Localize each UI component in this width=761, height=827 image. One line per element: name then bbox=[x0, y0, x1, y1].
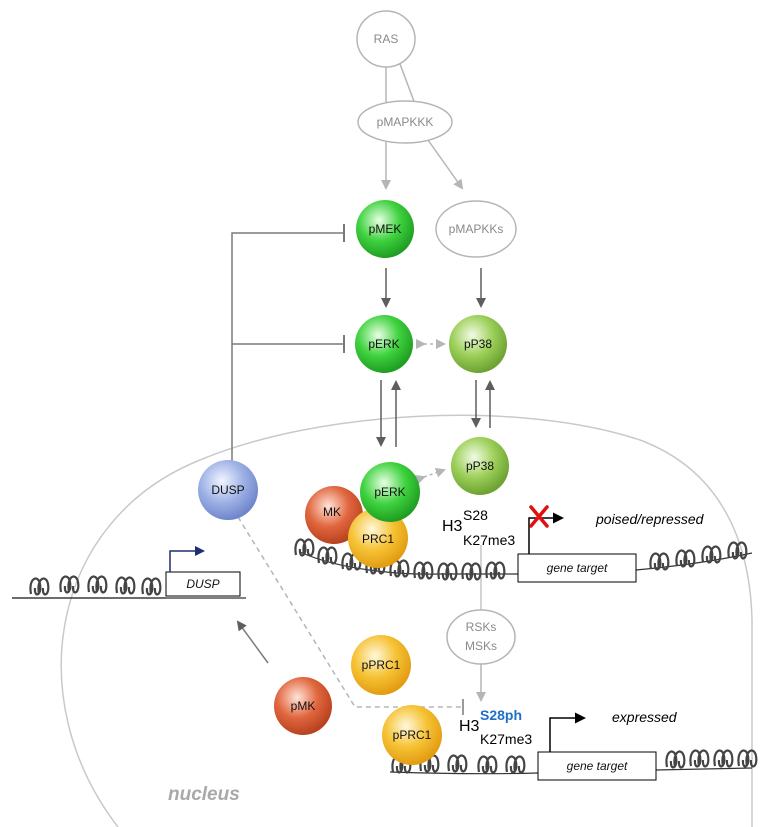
nucleosome-coil bbox=[689, 749, 710, 768]
node-rsks-label: RSKs bbox=[466, 620, 497, 634]
nucleosome-coil bbox=[713, 749, 734, 768]
nucleosome-coil bbox=[477, 755, 498, 774]
gene-target-top-label: gene target bbox=[547, 561, 608, 575]
nucleus-membrane bbox=[60, 414, 753, 827]
nucleosome-coil bbox=[701, 545, 722, 564]
node-pprc1-free-label: pPRC1 bbox=[362, 658, 401, 672]
chromatin-bottom bbox=[389, 749, 758, 775]
arrow-pmapkkk-pmapkks bbox=[427, 139, 464, 190]
nucleosome-coil bbox=[485, 561, 506, 580]
node-pmek bbox=[356, 200, 414, 258]
node-pprc1-free bbox=[351, 635, 411, 695]
k27-top-label: K27me3 bbox=[463, 532, 515, 548]
chromatin-top bbox=[294, 538, 753, 581]
node-perk-cyto bbox=[355, 315, 413, 373]
nucleosome-coil bbox=[317, 546, 338, 565]
node-perk-nuc bbox=[360, 462, 420, 522]
node-mk bbox=[305, 486, 363, 544]
s28ph-bottom-label: S28ph bbox=[480, 707, 522, 723]
dusp-promoter-arrow bbox=[169, 546, 205, 572]
nucleosome-coil bbox=[29, 577, 50, 596]
blocked-cross-icon bbox=[529, 505, 549, 528]
state-expressed-label: expressed bbox=[612, 709, 678, 725]
nucleosome-coil bbox=[649, 552, 670, 571]
nucleus-label: nucleus bbox=[168, 784, 240, 805]
node-pmapkkk-label: pMAPKKK bbox=[377, 115, 434, 129]
k27-bottom-label: K27me3 bbox=[480, 731, 532, 747]
node-mk-label: MK bbox=[323, 505, 341, 519]
dusp-pprc1-dashed bbox=[237, 516, 462, 708]
nucleosome-coil bbox=[413, 561, 434, 580]
node-pmk bbox=[274, 677, 332, 735]
promoter-arrow-top bbox=[528, 512, 564, 554]
nucleosome-coil bbox=[141, 577, 162, 596]
gene-target-top-box bbox=[517, 553, 637, 583]
dusp-inhibition-line bbox=[231, 232, 344, 462]
node-pmapkks-label: pMAPKKs bbox=[449, 222, 504, 236]
nucleosome-coil bbox=[737, 749, 758, 768]
nucleosome-coil bbox=[389, 559, 410, 578]
promoter-arrow-bottom bbox=[549, 712, 586, 752]
node-pmapkkk bbox=[357, 100, 453, 144]
node-ras-label: RAS bbox=[374, 32, 399, 46]
nucleosome-coil bbox=[59, 575, 80, 594]
node-perk-cyto-label: pERK bbox=[368, 337, 399, 351]
chromatin-dusp bbox=[12, 575, 166, 599]
edge-ras-pmapkkk-2 bbox=[399, 63, 416, 105]
arrow-pmk-dusp bbox=[236, 620, 269, 664]
node-pprc1-bound bbox=[382, 705, 442, 765]
nucleosome-coil bbox=[437, 562, 458, 581]
nucleosome-coil bbox=[675, 549, 696, 568]
node-prc1 bbox=[348, 508, 408, 568]
node-pmapkks bbox=[435, 200, 517, 258]
node-pmek-label: pMEK bbox=[369, 222, 402, 236]
node-dusp-protein-label: DUSP bbox=[211, 483, 244, 497]
nucleosome-coil bbox=[294, 538, 315, 557]
gene-target-bottom-box bbox=[537, 751, 657, 781]
nucleosome-coil bbox=[447, 754, 468, 773]
node-pp38-nuc-label: pP38 bbox=[466, 459, 494, 473]
node-rsks-msks bbox=[446, 609, 516, 665]
h3-top-label: H3 bbox=[442, 518, 463, 535]
nucleosome-coil bbox=[87, 575, 108, 594]
dashed-perk-pp38-nuc bbox=[414, 467, 446, 485]
nucleosome-coil bbox=[727, 541, 748, 560]
node-pprc1-bound-label: pPRC1 bbox=[393, 728, 432, 742]
state-poised-label: poised/repressed bbox=[595, 511, 705, 527]
node-pmk-label: pMK bbox=[291, 699, 316, 713]
dusp-gene-box bbox=[165, 571, 241, 597]
node-msks-label: MSKs bbox=[465, 639, 497, 653]
node-pp38-cyto bbox=[449, 315, 507, 373]
dusp-gene-label: DUSP bbox=[186, 577, 219, 591]
nucleosome-coil bbox=[115, 576, 136, 595]
gene-target-bottom-label: gene target bbox=[567, 759, 628, 773]
node-pp38-nuc bbox=[451, 437, 509, 495]
nucleosome-coil bbox=[665, 750, 686, 769]
s28-top-label: S28 bbox=[463, 507, 488, 523]
nucleosome-coil bbox=[505, 755, 526, 774]
node-perk-nuc-label: pERK bbox=[374, 485, 405, 499]
node-pp38-cyto-label: pP38 bbox=[464, 337, 492, 351]
h3-bottom-label: H3 bbox=[459, 718, 480, 735]
node-prc1-label: PRC1 bbox=[362, 532, 394, 546]
nucleosome-coil bbox=[461, 562, 482, 581]
node-ras bbox=[356, 10, 416, 68]
node-dusp-protein bbox=[198, 460, 258, 520]
